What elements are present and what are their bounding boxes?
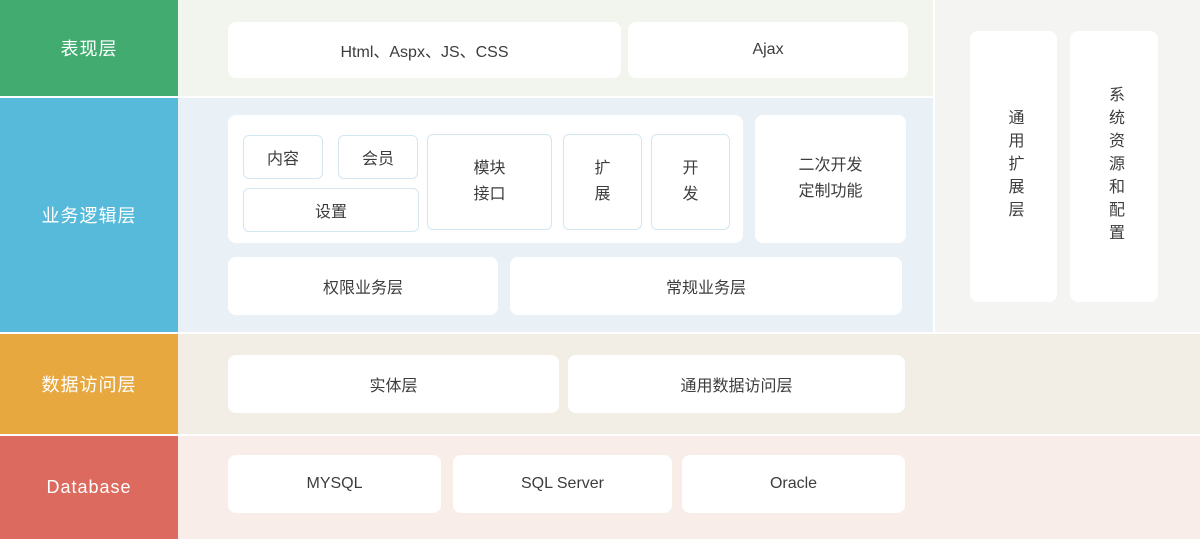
- data-access-layer-label: 数据访问层: [41, 375, 137, 395]
- box-module-interface: 模块 接口: [427, 134, 552, 230]
- business-module-group: 内容 会员 设置 模块 接口 扩 展 开 发: [228, 115, 743, 243]
- sidebar-item-database-layer: Database: [0, 436, 178, 539]
- box-entity-layer: 实体层: [228, 355, 559, 413]
- box-content-module: 内容: [243, 135, 323, 179]
- box-web-technologies: Html、Aspx、JS、CSS: [228, 22, 621, 78]
- sidebar-item-data-access-layer: 数据访问层: [0, 334, 178, 434]
- box-regular-business-layer: 常规业务层: [510, 257, 902, 315]
- database-layer-label: Database: [46, 477, 132, 497]
- box-oracle: Oracle: [682, 455, 905, 513]
- box-development-module: 开 发: [651, 134, 730, 230]
- box-permission-business-layer: 权限业务层: [228, 257, 498, 315]
- box-generic-data-access-layer: 通用数据访问层: [568, 355, 905, 413]
- sidebar-item-presentation-layer: 表现层: [0, 0, 178, 96]
- box-mysql: MYSQL: [228, 455, 441, 513]
- sidebar-item-business-logic-layer: 业务逻辑层: [0, 98, 178, 332]
- box-settings-module: 设置: [243, 188, 419, 232]
- box-sql-server: SQL Server: [453, 455, 672, 513]
- box-extension-module: 扩 展: [563, 134, 642, 230]
- box-secondary-development: 二次开发 定制功能: [755, 115, 906, 243]
- panel-general-extension-layer: 通用扩展层: [970, 31, 1057, 302]
- box-ajax: Ajax: [628, 22, 908, 78]
- panel-system-resources-and-config: 系统资源和配置: [1070, 31, 1158, 302]
- business-logic-layer-label: 业务逻辑层: [41, 206, 137, 226]
- presentation-layer-label: 表现层: [60, 39, 118, 59]
- box-member-module: 会员: [338, 135, 418, 179]
